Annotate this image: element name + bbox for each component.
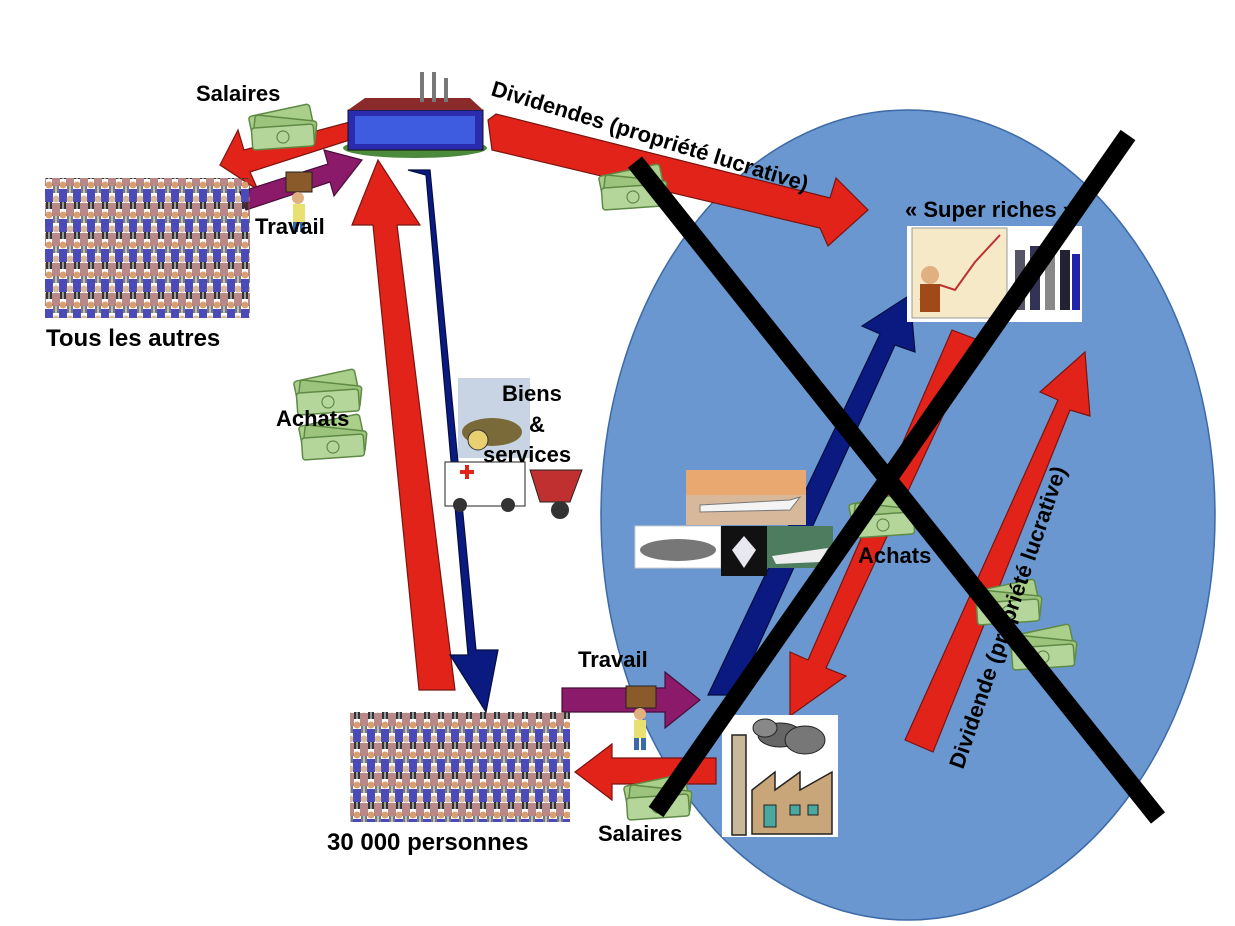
worker-carrying-box-icon <box>625 685 657 750</box>
dividende-arrow-up <box>904 350 1091 753</box>
label-super-riches: « Super riches » <box>905 197 1075 222</box>
worker-carrying-box-icon <box>285 171 313 232</box>
label-salaires-top: Salaires <box>196 81 280 106</box>
luxury-goods-arrow-up <box>707 293 916 696</box>
label-biens: Biens <box>502 381 562 406</box>
label-achats-right: Achats <box>858 543 931 568</box>
goods-services-icon <box>444 378 583 519</box>
label-tous-les-autres: Tous les autres <box>46 325 220 352</box>
salaires-arrow-top <box>219 121 357 192</box>
label-services: services <box>483 442 571 467</box>
label-achats-left: Achats <box>276 406 349 431</box>
money-stack-icon <box>247 103 318 151</box>
salaires-arrow-bottom <box>574 742 717 802</box>
label-salaires-bottom: Salaires <box>598 821 682 846</box>
label-travail-bottom: Travail <box>578 647 648 672</box>
achats-arrow-up <box>351 158 456 691</box>
factory-icon <box>343 72 487 158</box>
label-biens-ampersand: & <box>529 412 545 437</box>
crowd-icon <box>45 178 250 318</box>
factory-icon <box>722 715 838 837</box>
label-travail-top: Travail <box>255 214 325 239</box>
crowd-icon <box>350 712 570 822</box>
label-personnes: 30 000 personnes <box>327 829 528 856</box>
cross-out-mark <box>627 129 1166 824</box>
